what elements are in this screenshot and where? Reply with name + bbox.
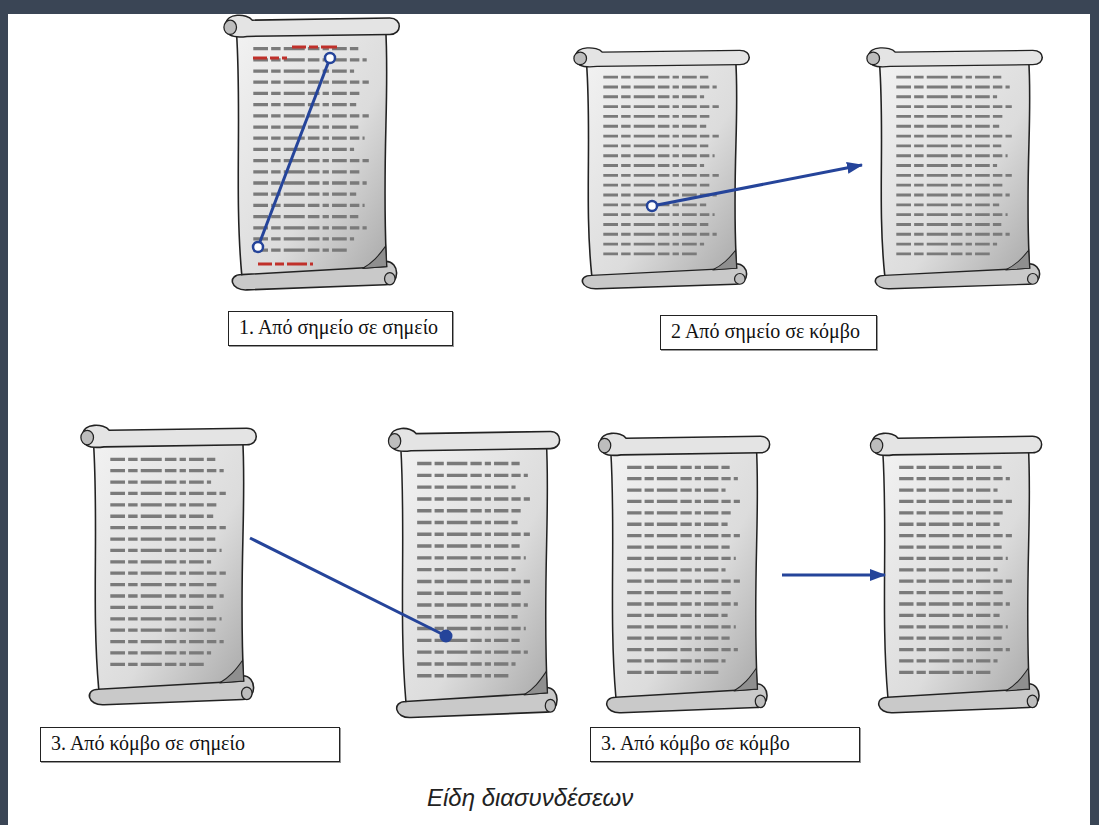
caption-text: 3. Από κόμβο σε κόμβο <box>601 731 849 755</box>
caption-box: 3. Από κόμβο σε σημείο <box>40 727 340 762</box>
figure-caption: Είδη διασυνδέσεων <box>427 784 633 812</box>
caption-text: 3. Από κόμβο σε σημείο <box>51 731 329 755</box>
caption-box: 2 Από σημείο σε κόμβο <box>660 315 877 350</box>
caption-box: 1. Από σημείο σε σημείο <box>228 311 453 346</box>
caption-box: 3. Από κόμβο σε κόμβο <box>590 727 860 762</box>
caption-text: 1. Από σημείο σε σημείο <box>239 315 442 339</box>
caption-text: 2 Από σημείο σε κόμβο <box>671 319 866 343</box>
